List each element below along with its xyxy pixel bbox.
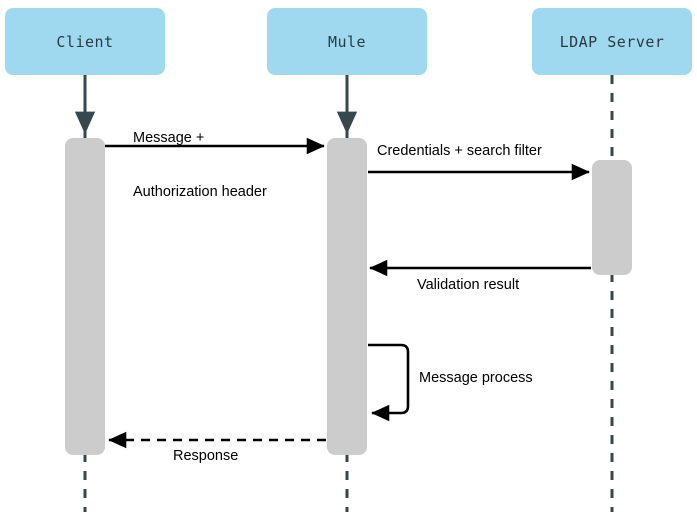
message-label-message-authorization-header: Message + Authorization header (133, 93, 267, 237)
participant-label-client: Client (56, 32, 114, 51)
message-label-line-1: Message + (133, 130, 205, 146)
activation-bar-mule (327, 138, 367, 455)
participant-box-mule[interactable]: Mule (267, 8, 427, 75)
participant-box-ldap-server[interactable]: LDAP Server (532, 8, 692, 75)
activation-entry-arrows-group (74, 75, 358, 135)
message-label-message-process: Message process (419, 370, 533, 386)
message-label-line-2: Authorization header (133, 184, 267, 200)
participant-box-client[interactable]: Client (5, 8, 165, 75)
activation-bar-client (65, 138, 105, 455)
activation-bars-group (65, 138, 632, 455)
message-arrows-group (105, 137, 591, 449)
activation-bar-ldap (592, 160, 632, 275)
participant-label-mule: Mule (327, 32, 367, 51)
message-label-credentials-search-filter: Credentials + search filter (377, 143, 542, 159)
message-label-response: Response (173, 448, 239, 464)
message-arrow-message-process (368, 343, 410, 422)
message-label-validation-result: Validation result (417, 277, 520, 293)
participant-label-ldap-server: LDAP Server (559, 32, 665, 51)
